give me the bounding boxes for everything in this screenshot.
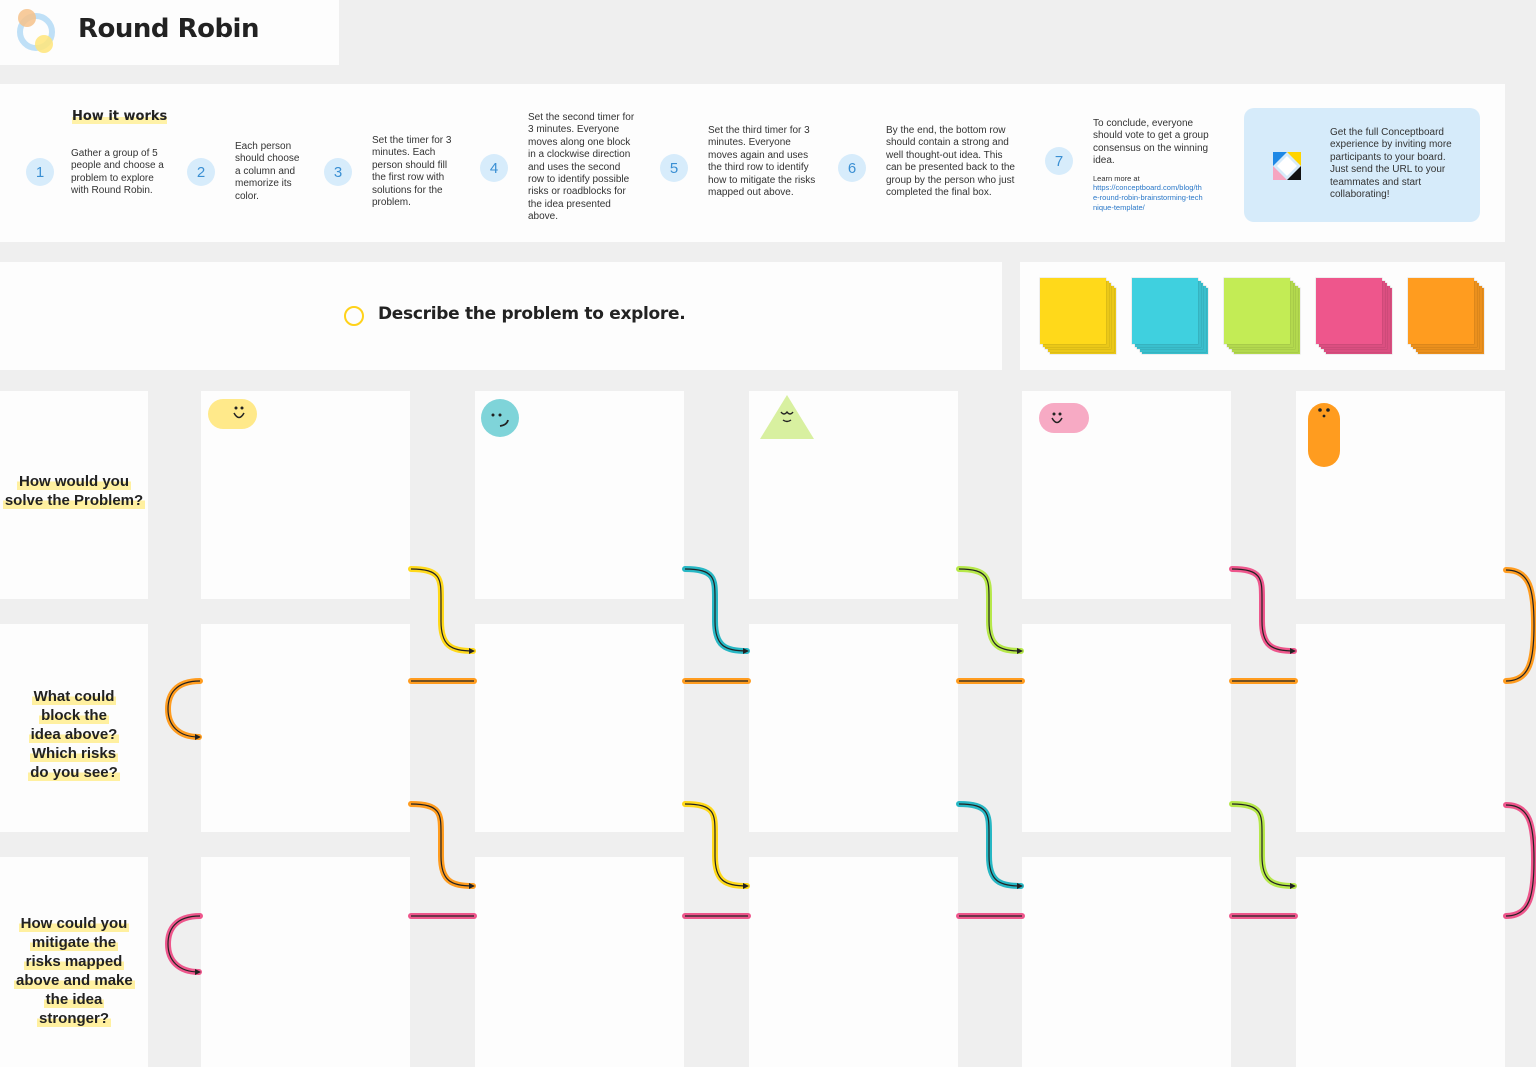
how-it-works-panel: How it works 1 Gather a group of 5 peopl… bbox=[0, 84, 1505, 242]
step-7-text: To conclude, everyone should vote to get… bbox=[1093, 118, 1209, 167]
sticky-note-stack[interactable] bbox=[1408, 278, 1488, 358]
step-5-text: Set the third timer for 3 minutes. Every… bbox=[708, 125, 816, 199]
header-panel: Round Robin bbox=[0, 0, 339, 65]
connector-green-1-arrowhead bbox=[1017, 648, 1023, 654]
green-triangle-avatar-icon bbox=[760, 395, 814, 439]
learn-more-label: Learn more at bbox=[1093, 174, 1140, 183]
connector-pink-1-line bbox=[1231, 568, 1295, 652]
idea-cell-r3-c4[interactable] bbox=[1022, 857, 1231, 1067]
idea-cell-r2-c5[interactable] bbox=[1296, 624, 1505, 832]
connector-yellow-2-line bbox=[684, 803, 748, 887]
idea-cell-r2-c4[interactable] bbox=[1022, 624, 1231, 832]
connector-green-2-arrowhead bbox=[1290, 883, 1296, 889]
step-5-number: 5 bbox=[660, 154, 688, 182]
connector-pink-1-arrowhead bbox=[1290, 648, 1296, 654]
row-question-1: How would you solve the Problem? bbox=[2, 473, 146, 509]
idea-cell-r2-c3[interactable] bbox=[749, 624, 958, 832]
round-robin-logo-icon bbox=[17, 9, 55, 53]
row-question-2: What could block the idea above? Which r… bbox=[28, 688, 120, 781]
idea-cell-r2-c2[interactable] bbox=[475, 624, 684, 832]
board-title: Round Robin bbox=[78, 14, 259, 44]
connector-orange-left-loop-arrowhead bbox=[195, 734, 201, 740]
idea-cell-r3-c5[interactable] bbox=[1296, 857, 1505, 1067]
invite-cta-text: Get the full Conceptboard experience by … bbox=[1330, 127, 1452, 201]
connector-green-1 bbox=[956, 566, 1024, 654]
idea-cell-r3-c3[interactable] bbox=[749, 857, 958, 1067]
learn-more-link[interactable]: https://conceptboard.com/blog/the-round-… bbox=[1093, 183, 1203, 212]
idea-cell-r3-c1[interactable] bbox=[201, 857, 410, 1067]
step-2-number: 2 bbox=[187, 158, 215, 186]
connector-teal-1-line bbox=[684, 568, 748, 652]
conceptboard-logo-icon bbox=[1273, 152, 1301, 180]
step-4-text: Set the second timer for 3 minutes. Ever… bbox=[528, 112, 635, 223]
step-4-number: 4 bbox=[480, 154, 508, 182]
connector-pink-right-loop-line bbox=[1505, 804, 1535, 917]
invite-cta-card[interactable]: Get the full Conceptboard experience by … bbox=[1244, 108, 1480, 222]
connector-yellow-2 bbox=[682, 801, 750, 889]
connector-green-1-line bbox=[958, 568, 1022, 652]
step-3-text: Set the timer for 3 minutes. Each person… bbox=[372, 135, 452, 209]
step-1-text: Gather a group of 5 people and choose a … bbox=[71, 148, 164, 197]
connector-teal-1-arrowhead bbox=[743, 648, 749, 654]
orange-capsule-avatar-icon bbox=[1308, 403, 1340, 467]
connector-teal-2-line bbox=[958, 803, 1022, 887]
connector-orange-left-loop-line bbox=[167, 680, 201, 738]
connector-teal-2-arrowhead bbox=[1017, 883, 1023, 889]
step-6-text: By the end, the bottom row should contai… bbox=[886, 125, 1015, 199]
step-6-number: 6 bbox=[838, 154, 866, 182]
connector-pink-1 bbox=[1229, 566, 1297, 654]
step-2-text: Each person should choose a column and m… bbox=[235, 141, 300, 202]
idea-cell-r2-c1[interactable] bbox=[201, 624, 410, 832]
sticky-note-stack[interactable] bbox=[1224, 278, 1304, 358]
connector-yellow-1-line bbox=[410, 568, 474, 652]
sticky-note-stack[interactable] bbox=[1316, 278, 1396, 358]
problem-prompt: Describe the problem to explore. bbox=[378, 304, 686, 324]
connector-pink-left-loop-line bbox=[167, 915, 201, 973]
problem-panel[interactable]: Describe the problem to explore. bbox=[0, 262, 1002, 370]
sticky-note-stack[interactable] bbox=[1040, 278, 1120, 358]
connector-orange-2-arrowhead bbox=[469, 883, 475, 889]
connector-yellow-1 bbox=[408, 566, 476, 654]
yellow-pill-avatar-icon bbox=[208, 399, 257, 429]
connector-teal-2 bbox=[956, 801, 1024, 889]
how-it-works-title: How it works bbox=[72, 109, 168, 124]
sticky-note-stack[interactable] bbox=[1132, 278, 1212, 358]
prompt-circle-icon bbox=[344, 306, 364, 326]
pink-pill-avatar-icon bbox=[1039, 403, 1089, 433]
row-question-3: How could you mitigate the risks mapped … bbox=[14, 915, 135, 1027]
teal-circle-avatar-icon bbox=[481, 399, 519, 437]
connector-orange-2 bbox=[408, 801, 476, 889]
step-1-number: 1 bbox=[26, 158, 54, 186]
connector-yellow-1-arrowhead bbox=[469, 648, 475, 654]
step-3-number: 3 bbox=[324, 158, 352, 186]
step-7-number: 7 bbox=[1045, 147, 1073, 175]
connector-teal-1 bbox=[682, 566, 750, 654]
connector-pink-left-loop-arrowhead bbox=[195, 969, 201, 975]
connector-green-2 bbox=[1229, 801, 1297, 889]
sticky-notes-panel bbox=[1020, 262, 1505, 370]
idea-cell-r3-c2[interactable] bbox=[475, 857, 684, 1067]
connector-orange-right-loop-line bbox=[1505, 569, 1535, 682]
connector-orange-left-loop bbox=[164, 678, 203, 740]
connector-pink-left-loop bbox=[164, 913, 203, 975]
connector-green-2-line bbox=[1231, 803, 1295, 887]
connector-orange-2-line bbox=[410, 803, 474, 887]
connector-yellow-2-arrowhead bbox=[743, 883, 749, 889]
